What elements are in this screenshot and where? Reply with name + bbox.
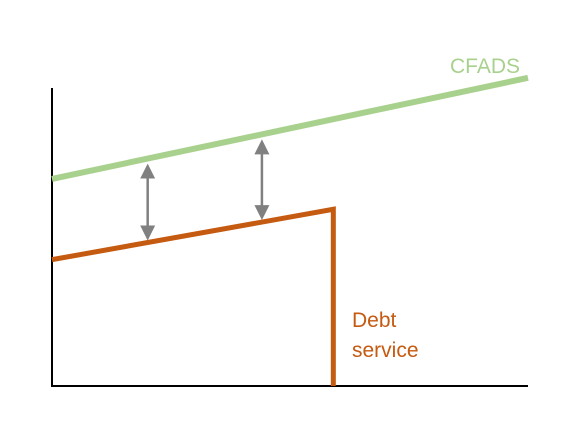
coverage-arrows [140,139,270,241]
debt-service-series-line [51,206,336,386]
debt-service-label-line1: Debt [352,309,397,332]
debt-service-label-line2: service [352,339,419,362]
cfads-series-line [51,74,529,182]
cfads-label: CFADS [450,55,520,78]
